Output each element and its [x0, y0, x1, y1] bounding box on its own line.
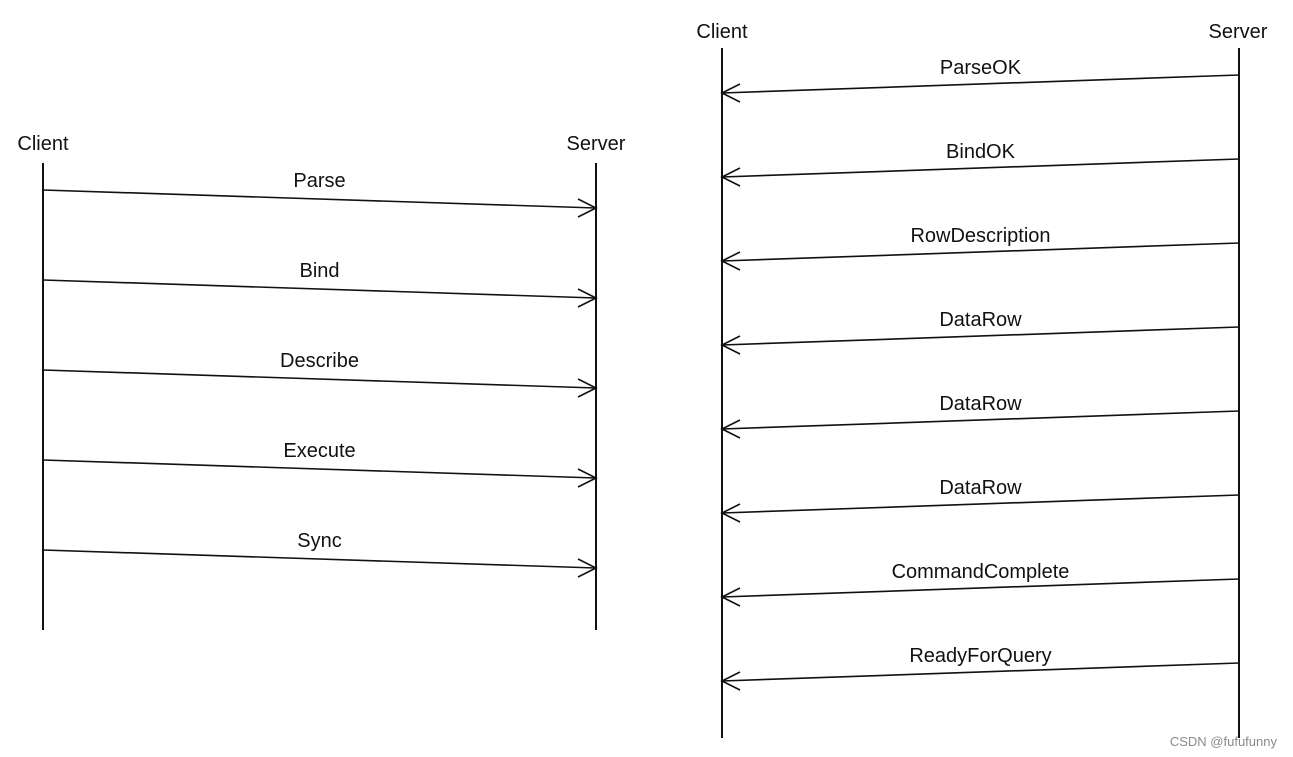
arrowhead-right-icon	[577, 468, 598, 488]
message-label: ReadyForQuery	[909, 645, 1051, 667]
arrowhead-right-icon	[577, 288, 598, 308]
message-label: CommandComplete	[892, 561, 1070, 583]
message-arrow-line	[42, 459, 597, 479]
message-arrow-line	[721, 326, 1240, 346]
message-label: DataRow	[939, 393, 1022, 415]
message-arrow-line	[721, 494, 1240, 514]
message-arrow-line	[42, 369, 597, 389]
arrowhead-left-icon	[720, 587, 741, 607]
left-message-4: Execute	[42, 440, 598, 488]
arrowhead-left-icon	[720, 83, 741, 103]
message-arrow-line	[721, 578, 1240, 598]
right-message-3: RowDescription	[720, 225, 1240, 271]
message-label: ParseOK	[940, 57, 1022, 79]
left-server-label: Server	[567, 133, 626, 155]
right-server-label: Server	[1209, 21, 1268, 43]
message-label: Describe	[280, 350, 359, 372]
right-client-label: Client	[696, 21, 748, 43]
message-arrow-line	[721, 410, 1240, 430]
message-arrow-line	[721, 662, 1240, 682]
message-label: DataRow	[939, 309, 1022, 331]
message-label: Execute	[283, 440, 355, 462]
arrowhead-left-icon	[720, 671, 741, 691]
right-message-2: BindOK	[720, 141, 1240, 187]
message-arrow-line	[721, 158, 1240, 178]
right-sequence-diagram: Client Server ParseOK BindOK RowDescriptio…	[696, 21, 1268, 738]
arrowhead-left-icon	[720, 335, 741, 355]
message-arrow-line	[42, 549, 597, 569]
arrowhead-right-icon	[577, 378, 598, 398]
left-sequence-diagram: Client Server ParseBindDescribeExecuteSy…	[17, 133, 626, 630]
arrowhead-left-icon	[720, 503, 741, 523]
arrowhead-left-icon	[720, 167, 741, 187]
arrowhead-left-icon	[720, 251, 741, 271]
message-label: Bind	[299, 260, 339, 282]
left-message-1: Parse	[42, 170, 598, 218]
right-messages: ParseOKBindOKRowDescriptionDataRowDataRo…	[720, 57, 1240, 691]
message-label: Parse	[293, 170, 345, 192]
message-arrow-line	[721, 74, 1240, 94]
left-message-3: Describe	[42, 350, 598, 398]
message-label: DataRow	[939, 477, 1022, 499]
right-message-4: DataRow	[720, 309, 1240, 355]
message-label: Sync	[297, 530, 341, 552]
message-arrow-line	[42, 279, 597, 299]
message-label: BindOK	[946, 141, 1016, 163]
left-message-5: Sync	[42, 530, 598, 578]
right-message-8: ReadyForQuery	[720, 645, 1240, 691]
right-message-6: DataRow	[720, 477, 1240, 523]
right-message-7: CommandComplete	[720, 561, 1240, 607]
watermark-text: CSDN @fufufunny	[1169, 734, 1277, 749]
message-arrow-line	[721, 242, 1240, 262]
left-message-2: Bind	[42, 260, 598, 308]
message-arrow-line	[42, 189, 597, 209]
arrowhead-right-icon	[577, 558, 598, 578]
right-message-5: DataRow	[720, 393, 1240, 439]
arrowhead-left-icon	[720, 419, 741, 439]
right-message-1: ParseOK	[720, 57, 1240, 103]
left-client-label: Client	[17, 133, 69, 155]
message-label: RowDescription	[910, 225, 1050, 247]
arrowhead-right-icon	[577, 198, 598, 218]
